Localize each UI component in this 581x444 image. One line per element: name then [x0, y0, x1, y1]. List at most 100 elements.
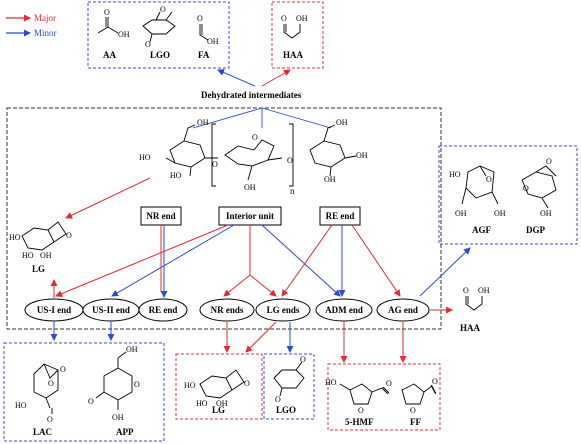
node-lg-ends: LG ends	[255, 298, 311, 322]
lg-bottom-box	[175, 353, 263, 420]
aa-structure: O OH	[97, 8, 130, 39]
svg-text:OH: OH	[244, 183, 256, 192]
svg-text:OH: OH	[478, 286, 490, 295]
svg-text:HO: HO	[184, 381, 196, 390]
lgo-top-structure: O O	[142, 5, 176, 49]
svg-text:HO: HO	[139, 153, 151, 162]
agf-dgp-box	[438, 145, 578, 245]
bottom-arrows	[50, 321, 407, 363]
svg-text:OH: OH	[112, 413, 124, 422]
label-lgo-top: LGO	[150, 50, 170, 60]
svg-text:O: O	[160, 5, 166, 14]
label-dehydrated-intermediates: Dehydrated intermediates	[201, 90, 302, 100]
svg-text:OH: OH	[118, 30, 130, 39]
lgo-bottom-structure: O O	[273, 355, 306, 404]
node-adm-end: ADM end	[315, 298, 373, 322]
haa-top-box	[271, 1, 324, 69]
svg-text:O: O	[463, 286, 469, 295]
lg-left-structure: HO HO OH O	[9, 221, 72, 260]
svg-text:O: O	[358, 406, 364, 415]
label-n: n	[290, 186, 295, 196]
svg-text:Interior unit: Interior unit	[226, 211, 274, 221]
svg-text:O: O	[48, 379, 54, 388]
svg-text:O: O	[287, 156, 293, 165]
svg-text:RE end: RE end	[149, 305, 178, 315]
svg-text:O: O	[212, 160, 218, 169]
svg-text:OH: OH	[540, 209, 552, 218]
label-haa-top: HAA	[283, 50, 304, 60]
legend-major-label: Major	[34, 13, 56, 23]
svg-text:O: O	[134, 380, 140, 389]
label-aa: AA	[103, 50, 116, 60]
node-us-i-end: US-I end	[24, 298, 84, 322]
svg-text:OH: OH	[494, 209, 506, 218]
label-ff: FF	[410, 417, 421, 427]
lac-app-box	[3, 342, 165, 442]
svg-text:O: O	[486, 175, 492, 184]
svg-text:HO: HO	[170, 171, 182, 180]
svg-text:OH: OH	[40, 251, 52, 260]
ff-structure: O O	[401, 377, 438, 415]
label-agf: AGF	[472, 225, 492, 235]
nr-end-box: NR end	[140, 206, 182, 226]
cellulose-frame	[6, 107, 442, 330]
svg-text:O: O	[275, 395, 281, 404]
svg-text:OH: OH	[336, 118, 348, 127]
svg-text:OH: OH	[207, 37, 219, 46]
svg-text:OH: OH	[356, 151, 368, 160]
svg-text:O: O	[386, 379, 392, 388]
interior-unit-box: Interior unit	[218, 206, 282, 226]
svg-text:OH: OH	[455, 209, 467, 218]
svg-text:OH: OH	[296, 14, 308, 23]
svg-text:HO: HO	[22, 251, 34, 260]
svg-text:AG end: AG end	[388, 305, 418, 315]
svg-text:O: O	[145, 40, 151, 49]
svg-text:O: O	[197, 14, 203, 23]
svg-text:RE end: RE end	[326, 211, 355, 221]
label-dgp: DGP	[526, 225, 546, 235]
label-fa: FA	[198, 50, 210, 60]
svg-text:NR ends: NR ends	[211, 305, 244, 315]
svg-text:O: O	[88, 397, 94, 406]
svg-text:O: O	[104, 8, 110, 17]
svg-text:US-I end: US-I end	[37, 305, 71, 315]
agf-structure: HO O OH OH	[449, 165, 506, 218]
arrow-to-haa	[261, 69, 291, 87]
legend: Major Minor	[6, 13, 57, 38]
svg-text:O: O	[281, 14, 287, 23]
arrow-to-lg-left	[65, 177, 151, 219]
svg-text:NR end: NR end	[146, 211, 175, 221]
label-lg-left: LG	[32, 264, 45, 274]
svg-text:O: O	[523, 184, 529, 193]
svg-text:OH: OH	[197, 118, 209, 127]
svg-text:O: O	[66, 231, 72, 240]
svg-text:US-II end: US-II end	[92, 305, 130, 315]
legend-minor-label: Minor	[34, 28, 57, 38]
cellulose-structure: HO HO OH O O OH O OH OH OH	[139, 118, 368, 192]
svg-text:OH: OH	[324, 175, 336, 184]
haa-top-structure: O OH	[281, 14, 308, 39]
label-haa-right: HAA	[460, 323, 481, 333]
label-lg-bottom: LG	[212, 405, 225, 415]
hmf-ff-box	[327, 363, 441, 431]
lgo-bottom-box	[263, 353, 315, 420]
minor-products-box	[87, 1, 230, 69]
haa-right-structure: O OH	[463, 286, 490, 311]
svg-text:HO: HO	[9, 233, 21, 242]
hmf-structure: HO O O	[325, 378, 392, 415]
app-structure: OH O O OH	[88, 345, 140, 422]
svg-text:O: O	[432, 377, 438, 386]
node-nr-ends: NR ends	[199, 298, 255, 322]
label-5hmf: 5-HMF	[345, 417, 374, 427]
arrow-to-minor-products	[217, 69, 256, 87]
svg-text:HO: HO	[15, 401, 27, 410]
svg-text:HO: HO	[325, 378, 337, 387]
svg-text:O: O	[244, 379, 250, 388]
lac-structure: O O HO O	[15, 363, 66, 424]
fan-lines	[192, 107, 332, 129]
node-ag-end: AG end	[376, 298, 430, 322]
svg-text:O: O	[47, 415, 53, 424]
svg-text:HO: HO	[196, 399, 208, 408]
node-us-ii-end: US-II end	[82, 298, 140, 322]
